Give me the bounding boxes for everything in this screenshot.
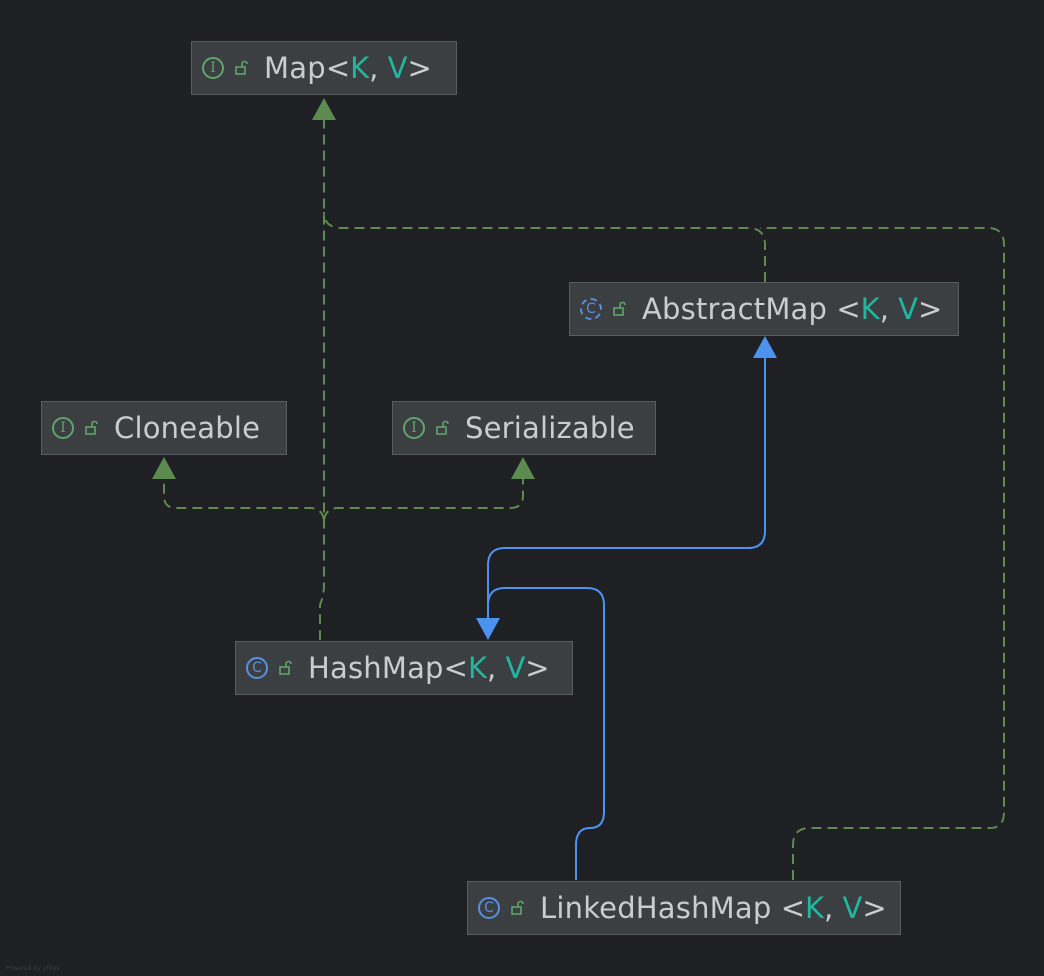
node-map-comma: , [369, 51, 388, 85]
node-abstract-map[interactable]: C AbstractMap <K, V> [569, 282, 959, 336]
abstract-class-icon: C [580, 298, 602, 320]
node-linked-hash-map-name: LinkedHashMap [540, 891, 772, 925]
node-serializable[interactable]: I Serializable [392, 401, 656, 455]
public-lock-icon [436, 420, 449, 435]
node-abstract-map-lt: < [827, 292, 861, 326]
node-abstract-map-v: V [898, 292, 918, 326]
node-abstract-map-gt: > [917, 292, 943, 326]
node-linked-hash-map[interactable]: C LinkedHashMap <K, V> [467, 881, 901, 935]
arrowhead-cloneable [152, 457, 176, 479]
public-lock-icon [85, 420, 98, 435]
interface-icon: I [202, 57, 224, 79]
node-hash-map-v: V [505, 651, 526, 685]
arrowhead-hashmap [476, 618, 500, 640]
node-abstract-map-comma: , [879, 292, 899, 326]
node-hash-map-gt: > [525, 651, 550, 685]
node-map-v: V [387, 51, 408, 85]
node-map-k: K [350, 51, 370, 85]
node-serializable-name: Serializable [465, 411, 635, 445]
class-icon: C [246, 657, 268, 679]
node-linked-hash-map-comma: , [824, 891, 843, 925]
node-linked-hash-map-lt: < [771, 891, 806, 925]
edge-linkedhashmap-extends-hashmap [487, 587, 605, 880]
node-cloneable-name: Cloneable [114, 411, 261, 445]
node-hash-map-k: K [467, 651, 488, 685]
arrowhead-serializable [511, 457, 535, 479]
node-abstract-map-name: AbstractMap [642, 292, 828, 326]
arrowhead-abstractmap [753, 336, 777, 358]
public-lock-icon [511, 900, 524, 915]
node-hash-map-name: HashMap [308, 651, 444, 685]
edge-hashmap-extends-abstractmap [487, 358, 766, 620]
node-linked-hash-map-v: V [842, 891, 863, 925]
node-hash-map-comma: , [487, 651, 506, 685]
arrowhead-map [312, 98, 336, 120]
watermark: Powered by yFiles [6, 965, 60, 972]
node-hash-map-lt: < [443, 651, 468, 685]
node-linked-hash-map-k: K [805, 891, 825, 925]
edge-abstractmap-implements-map [323, 211, 766, 282]
node-map-lt: < [325, 51, 351, 85]
node-map-name: Map [264, 51, 326, 85]
node-linked-hash-map-gt: > [862, 891, 887, 925]
node-abstract-map-k: K [860, 292, 880, 326]
class-icon: C [478, 897, 500, 919]
public-lock-icon [235, 60, 248, 75]
interface-icon: I [403, 417, 425, 439]
edge-hashmap-implements-serializable [323, 478, 524, 521]
edge-hashmap-implements-map [319, 120, 325, 640]
public-lock-icon [613, 301, 626, 316]
public-lock-icon [279, 660, 292, 675]
node-cloneable[interactable]: I Cloneable [41, 401, 287, 455]
node-map[interactable]: I Map<K, V> [191, 41, 457, 95]
node-hash-map[interactable]: C HashMap<K, V> [235, 641, 573, 695]
node-map-gt: > [407, 51, 432, 85]
edge-linkedhashmap-implements-map [760, 227, 1005, 880]
edge-hashmap-implements-cloneable [163, 478, 325, 521]
interface-icon: I [52, 417, 74, 439]
